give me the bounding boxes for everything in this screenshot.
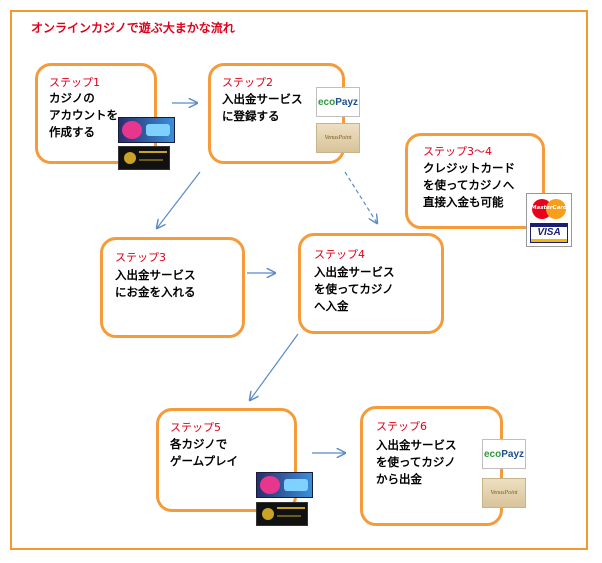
step-6-label: ステップ6 [376,420,427,433]
step-4-text: 入出金サービス を使ってカジノ へ入金 [314,265,395,313]
step-2-label: ステップ2 [222,76,273,89]
step-1-label: ステップ1 [49,76,100,89]
step-2-text: 入出金サービス に登録する [222,92,303,123]
diagram-frame [10,10,588,550]
step-1-text: カジノの アカウントを 作成する [49,91,118,139]
step-3-4-label: ステップ3～4 [423,145,492,158]
casino-banner-logo-2 [256,472,313,498]
step-3-4-text: クレジットカード を使ってカジノへ 直接入金も可能 [423,161,515,209]
step-6-box: ステップ6 入出金サービス を使ってカジノ から出金 [360,406,503,526]
credit-card-logos: MasterCard VISA [526,193,572,247]
venuspoint-logo-2: VenusPoint [482,478,526,508]
casino-dark-logo [118,146,170,170]
step-6-text: 入出金サービス を使ってカジノ から出金 [376,438,457,486]
mastercard-icon: MasterCard [530,198,568,220]
arrow-step2-to-step4-dashed [344,171,377,223]
step-3-label: ステップ3 [115,251,166,264]
step-3-box: ステップ3 入出金サービス にお金を入れる [100,237,245,338]
casino-banner-logo [118,117,175,143]
step-3-text: 入出金サービス にお金を入れる [115,268,196,299]
step-4-label: ステップ4 [314,248,365,261]
step-5-label: ステップ5 [170,421,221,434]
step-3-4-box: ステップ3～4 クレジットカード を使ってカジノへ 直接入金も可能 [405,133,545,229]
arrow-step4-to-step5 [250,333,299,400]
arrow-step2-to-step3 [157,171,201,228]
step-4-box: ステップ4 入出金サービス を使ってカジノ へ入金 [298,233,444,334]
step-5-text: 各カジノで ゲームプレイ [170,437,238,468]
visa-icon: VISA [530,223,568,243]
venuspoint-logo: VenusPoint [316,123,360,153]
casino-dark-logo-2 [256,502,308,526]
diagram-title: オンラインカジノで遊ぶ大まかな流れ [31,21,235,35]
